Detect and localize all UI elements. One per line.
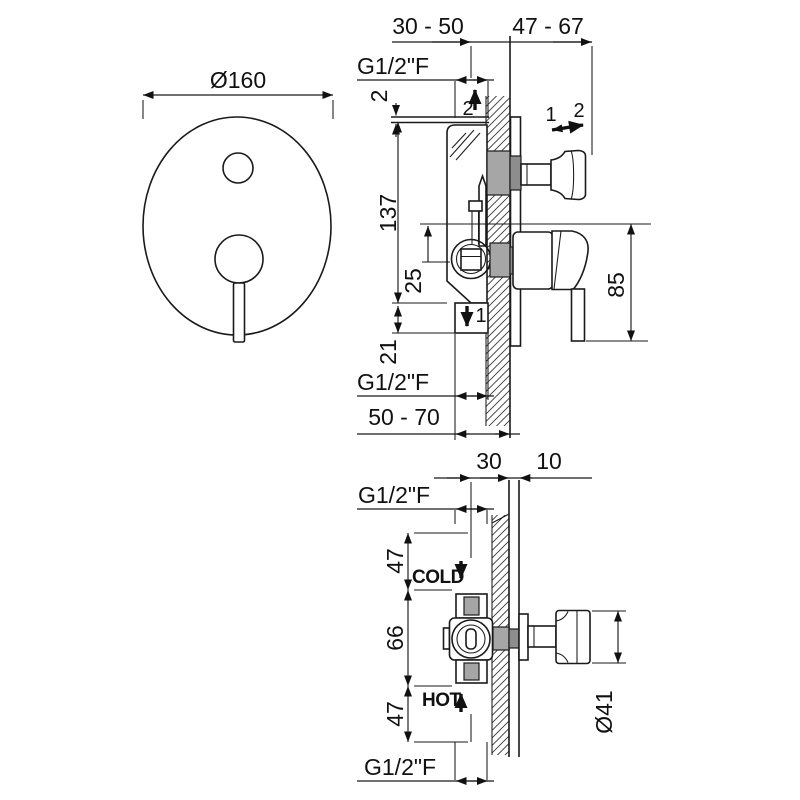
- left-mount-tab: [442, 627, 451, 650]
- diverter-mode-arrow: 1 2: [545, 100, 585, 134]
- cold-label: COLD: [412, 567, 464, 588]
- vertical-spacing-dimensions: 47 66 47: [382, 532, 468, 743]
- diverter-knob-bottom: [518, 609, 591, 665]
- front-plate-view: Ø160: [142, 67, 334, 343]
- knob-projection-range-label: 47 - 67: [512, 13, 584, 39]
- top-depth-dimensions: 30 - 50 47 - 67: [392, 13, 593, 155]
- handle-height-label: 85: [603, 272, 629, 298]
- side-view: 30 - 50 47 - 67 G1/2"F 2 2 1 2: [357, 13, 651, 440]
- plate-diameter-label: Ø160: [210, 67, 266, 93]
- pipe-projection-label: 21: [375, 339, 401, 365]
- knob-outer-profile: [555, 609, 591, 665]
- diverter-plate-pass: [509, 155, 522, 191]
- bottom-view: 30 10 G1/2"F COLD: [357, 448, 626, 785]
- cold-port-label: G1/2"F: [358, 482, 430, 508]
- depth-range-dimension: 50 - 70: [357, 404, 520, 438]
- top-port-callout: G1/2"F: [357, 53, 494, 118]
- diverter-sleeve: [486, 150, 511, 196]
- handle-hub: [214, 234, 264, 284]
- valve-body-front: [442, 593, 520, 684]
- through-wall-stem: [492, 626, 510, 651]
- dim-47-bottom-label: 47: [382, 701, 408, 727]
- outlet-2-label: 2: [462, 98, 473, 120]
- handle-lever: [570, 288, 586, 342]
- valve-body-side: [446, 124, 511, 304]
- embed-depth-range-label: 30 - 50: [392, 13, 464, 39]
- embed-30-label: 30: [476, 448, 502, 474]
- offset-label: 25: [400, 268, 426, 294]
- knob-stem: [527, 625, 557, 648]
- handle-spindle-sleeve: [489, 242, 511, 278]
- knob-profile: [550, 149, 587, 201]
- outlet-1-label: 1: [475, 305, 486, 327]
- knob-diameter-dimension: Ø41: [591, 610, 626, 734]
- spindle-slot: [465, 628, 477, 650]
- finish-10-label: 10: [536, 448, 562, 474]
- depth-range-label: 50 - 70: [368, 404, 440, 430]
- knob-flange: [518, 613, 529, 661]
- offset-dimension: 25: [400, 226, 432, 294]
- diameter-dimension: Ø160: [142, 67, 334, 119]
- dim-47-top-label: 47: [382, 548, 408, 574]
- handle-base: [512, 231, 554, 290]
- handle-stem-front: [232, 282, 246, 343]
- cold-port-callout: G1/2"F: [357, 482, 494, 524]
- side-extension-lines: [392, 223, 651, 440]
- plate-thickness-dimension: 2: [366, 90, 489, 137]
- dim-66-label: 66: [382, 625, 408, 651]
- wall-depth-dimensions: 30 10: [434, 448, 592, 558]
- mode-2-label: 2: [573, 100, 584, 122]
- handle-head: [551, 230, 589, 291]
- diverter-knob-side: [520, 149, 587, 201]
- plate-thickness-label: 2: [366, 90, 392, 103]
- mode-1-label: 1: [545, 104, 556, 126]
- bottom-port-callout: G1/2"F: [357, 369, 494, 400]
- diverter-button: [222, 152, 254, 184]
- hot-port-label: G1/2"F: [364, 754, 436, 780]
- mixer-handle-side: [512, 230, 589, 342]
- hot-label: HOT: [422, 690, 462, 711]
- hot-port-callout: G1/2"F: [357, 714, 494, 785]
- knob-diameter-label: Ø41: [591, 690, 617, 733]
- top-port-label: G1/2"F: [357, 53, 429, 79]
- cartridge-front-circle: [451, 619, 491, 659]
- height-label: 137: [375, 194, 401, 232]
- bottom-port-label: G1/2"F: [357, 369, 429, 395]
